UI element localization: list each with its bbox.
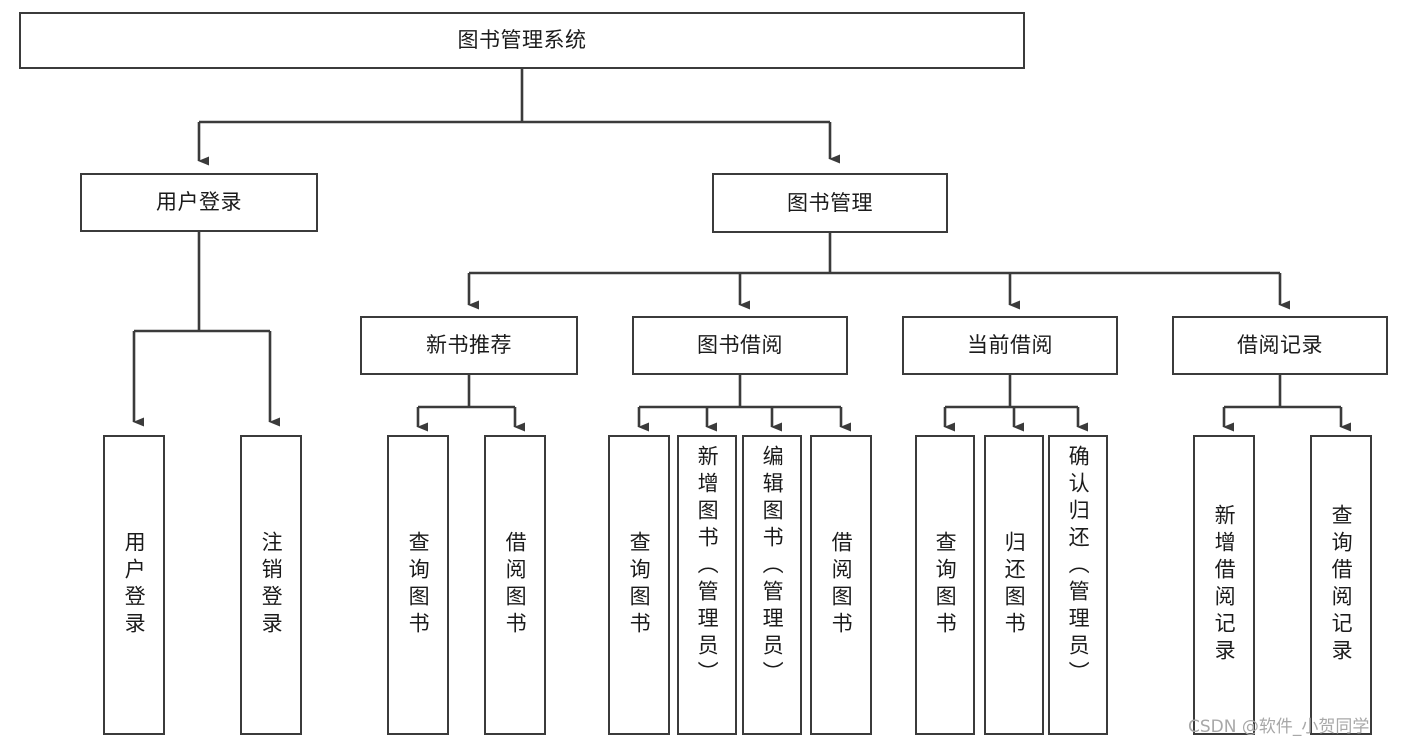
- node-borrow-record-label: 借阅记录: [1237, 333, 1323, 358]
- node-current-borrow[interactable]: 当前借阅: [902, 316, 1118, 375]
- node-user-login-label: 用户登录: [156, 190, 242, 215]
- node-new-book-recommend[interactable]: 新书推荐: [360, 316, 578, 375]
- node-user-login[interactable]: 用户登录: [80, 173, 318, 232]
- node-leaf-edit-book[interactable]: 编辑图书（管理员）: [742, 435, 802, 735]
- node-leaf-query-book-2[interactable]: 查询图书: [608, 435, 670, 735]
- node-leaf-add-book[interactable]: 新增图书（管理员）: [677, 435, 737, 735]
- node-leaf-return-book[interactable]: 归还图书: [984, 435, 1044, 735]
- node-book-borrow-label: 图书借阅: [697, 333, 783, 358]
- node-leaf-borrow-book-2-label: 借阅图书: [829, 531, 854, 639]
- watermark: CSDN @软件_小贺同学: [1188, 717, 1370, 737]
- node-root[interactable]: 图书管理系统: [19, 12, 1025, 69]
- node-leaf-borrow-book-1[interactable]: 借阅图书: [484, 435, 546, 735]
- node-leaf-user-login[interactable]: 用户登录: [103, 435, 165, 735]
- node-leaf-confirm-return-label: 确认归还（管理员）: [1066, 445, 1091, 688]
- node-leaf-logout[interactable]: 注销登录: [240, 435, 302, 735]
- node-leaf-confirm-return[interactable]: 确认归还（管理员）: [1048, 435, 1108, 735]
- node-leaf-add-book-label: 新增图书（管理员）: [695, 445, 720, 688]
- node-book-management[interactable]: 图书管理: [712, 173, 948, 233]
- node-leaf-edit-book-label: 编辑图书（管理员）: [760, 445, 785, 688]
- node-leaf-query-book-3-label: 查询图书: [933, 531, 958, 639]
- node-leaf-user-login-label: 用户登录: [122, 531, 147, 639]
- node-book-management-label: 图书管理: [787, 190, 873, 215]
- node-root-label: 图书管理系统: [457, 28, 587, 53]
- node-leaf-query-record-label: 查询借阅记录: [1329, 504, 1354, 666]
- node-leaf-query-book-1-label: 查询图书: [406, 531, 431, 639]
- node-leaf-query-record[interactable]: 查询借阅记录: [1310, 435, 1372, 735]
- node-leaf-query-book-1[interactable]: 查询图书: [387, 435, 449, 735]
- node-new-book-recommend-label: 新书推荐: [426, 333, 512, 358]
- node-leaf-logout-label: 注销登录: [259, 531, 284, 639]
- node-current-borrow-label: 当前借阅: [967, 333, 1053, 358]
- node-leaf-add-record-label: 新增借阅记录: [1212, 504, 1237, 666]
- node-leaf-borrow-book-1-label: 借阅图书: [503, 531, 528, 639]
- node-leaf-add-record[interactable]: 新增借阅记录: [1193, 435, 1255, 735]
- node-leaf-query-book-2-label: 查询图书: [627, 531, 652, 639]
- node-borrow-record[interactable]: 借阅记录: [1172, 316, 1388, 375]
- node-leaf-query-book-3[interactable]: 查询图书: [915, 435, 975, 735]
- node-book-borrow[interactable]: 图书借阅: [632, 316, 848, 375]
- node-leaf-return-book-label: 归还图书: [1002, 531, 1027, 639]
- node-leaf-borrow-book-2[interactable]: 借阅图书: [810, 435, 872, 735]
